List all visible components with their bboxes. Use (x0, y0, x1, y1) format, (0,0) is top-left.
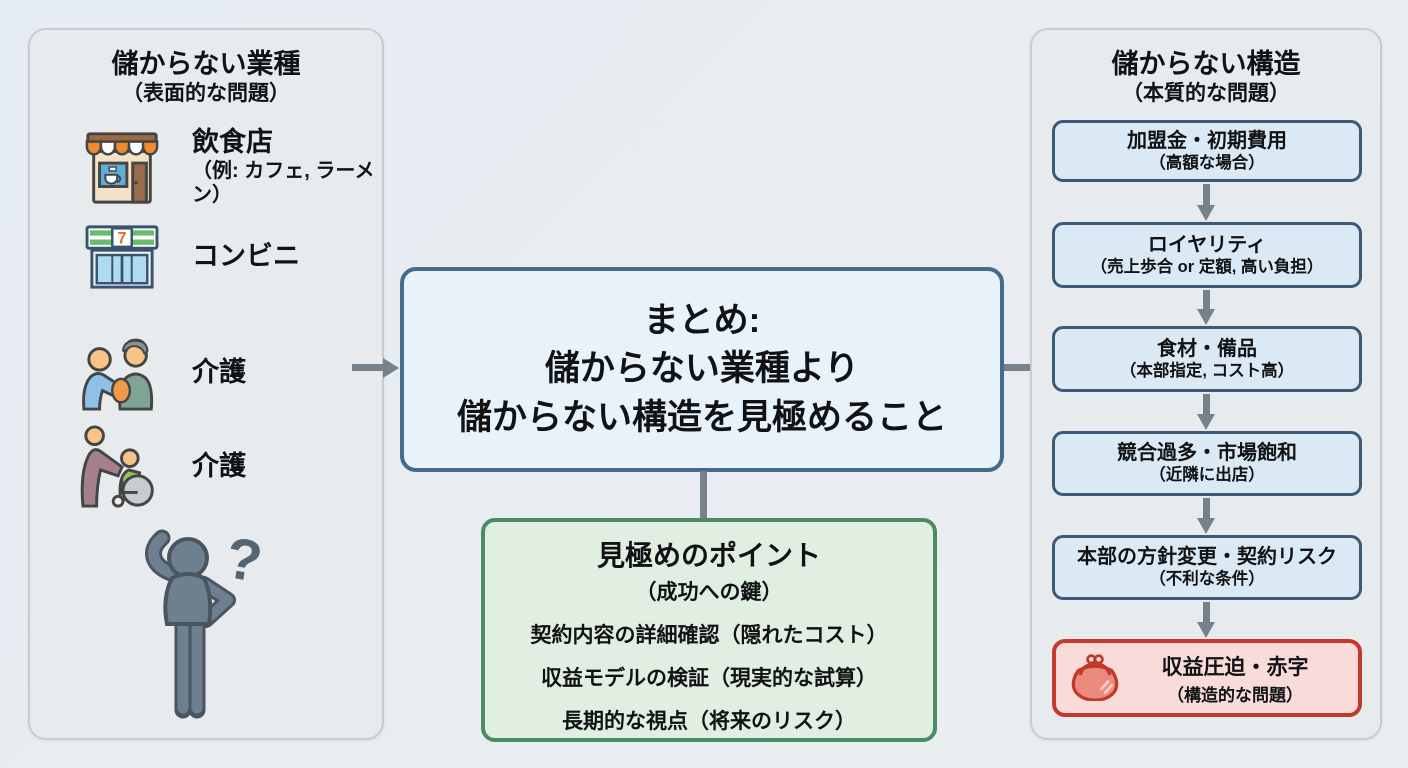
arrow-down-icon (1197, 498, 1215, 534)
svg-text:?: ? (221, 528, 267, 595)
arrow-down-icon (1197, 394, 1215, 430)
industry-text: 介護 (192, 357, 246, 388)
result-box: 収益圧迫・赤字 （構造的な問題） (1052, 639, 1362, 717)
flow-label: ロイヤリティ (1147, 233, 1267, 256)
arrow-down-icon (1197, 602, 1215, 638)
industry-label: コンビニ (192, 241, 300, 272)
industry-item-restaurant: 飲食店 （例: カフェ, ラーメン） (74, 122, 382, 212)
flow-sublabel: （不利な条件） (1149, 570, 1265, 589)
flow-sublabel: （売上歩合 or 定額, 高い負担） (1090, 257, 1324, 276)
industry-item-care-1: 介護 (74, 330, 246, 416)
points-title: 見極めのポイント (596, 540, 821, 571)
connector-line (700, 471, 707, 519)
right-panel-title: 儲からない構造 (1111, 49, 1301, 79)
flow-label: 本部の方針変更・契約リスク (1077, 546, 1337, 569)
thinking-person-icon: ? (130, 525, 280, 768)
industry-text: 介護 (192, 451, 246, 482)
point-item: 契約内容の詳細確認（隠れたコスト） (530, 624, 888, 647)
arrow-right-icon (352, 357, 399, 378)
right-panel-subtitle: （本質的な問題） (1122, 82, 1290, 105)
coin-purse-icon (1068, 651, 1122, 706)
left-panel-subtitle: （表面的な問題） (122, 82, 290, 105)
left-panel-title: 儲からない業種 (111, 49, 301, 79)
flow-box-fees: 加盟金・初期費用 （高額な場合） (1052, 120, 1362, 182)
summary-line: まとめ: (643, 301, 761, 341)
result-label: 収益圧迫・赤字 (1161, 655, 1309, 679)
summary-line: 儲からない構造を見極めること (456, 397, 947, 437)
wheelchair-care-icon (74, 424, 170, 510)
result-sublabel: （構造的な問題） (1167, 685, 1303, 705)
flow-box-competition: 競合過多・市場飽和 （近隣に出店） (1052, 431, 1362, 496)
result-text: 収益圧迫・赤字 （構造的な問題） (1122, 651, 1358, 706)
industry-label: 介護 (192, 357, 246, 388)
industry-text: コンビニ (192, 241, 300, 272)
right-panel: 儲からない構造 （本質的な問題） 加盟金・初期費用 （高額な場合） ロイヤリティ… (1030, 28, 1382, 740)
caregiving-icon (74, 333, 170, 413)
flow-sublabel: （本部指定, コスト高） (1119, 361, 1295, 380)
flow-label: 食材・備品 (1157, 337, 1257, 360)
flow-sublabel: （近隣に出店） (1149, 466, 1265, 485)
flow-label: 加盟金・初期費用 (1127, 129, 1287, 152)
industry-item-care-2: 介護 (74, 422, 246, 512)
point-item: 長期的な視点（将来のリスク） (562, 710, 856, 733)
convenience-store-icon: 7 (74, 223, 170, 291)
point-item: 収益モデルの検証（現実的な試算） (541, 667, 877, 690)
arrow-down-icon (1197, 290, 1215, 325)
flow-box-supplies: 食材・備品 （本部指定, コスト高） (1052, 326, 1362, 392)
industry-item-convenience: 7 コンビニ (74, 222, 300, 292)
summary-line: 儲からない業種より (544, 349, 860, 389)
industry-sublabel: （例: カフェ, ラーメン） (192, 159, 375, 206)
svg-text:7: 7 (117, 229, 126, 247)
flow-sublabel: （高額な場合） (1149, 153, 1265, 172)
flow-box-royalty: ロイヤリティ （売上歩合 or 定額, 高い負担） (1052, 222, 1362, 288)
flow-label: 競合過多・市場飽和 (1117, 442, 1297, 465)
industry-text: 飲食店 （例: カフェ, ラーメン） (192, 127, 382, 206)
flow-box-contract-risk: 本部の方針変更・契約リスク （不利な条件） (1052, 535, 1362, 600)
cafe-storefront-icon (74, 126, 170, 208)
industry-label: 介護 (192, 451, 246, 482)
arrow-down-icon (1197, 184, 1215, 221)
industry-label: 飲食店 (192, 127, 273, 158)
summary-box: まとめ: 儲からない業種より 儲からない構造を見極めること (400, 267, 1004, 472)
points-box: 見極めのポイント （成功への鍵） 契約内容の詳細確認（隠れたコスト） 収益モデル… (481, 518, 937, 742)
points-subtitle: （成功への鍵） (635, 581, 783, 604)
left-panel: 儲からない業種 （表面的な問題） (28, 28, 384, 740)
